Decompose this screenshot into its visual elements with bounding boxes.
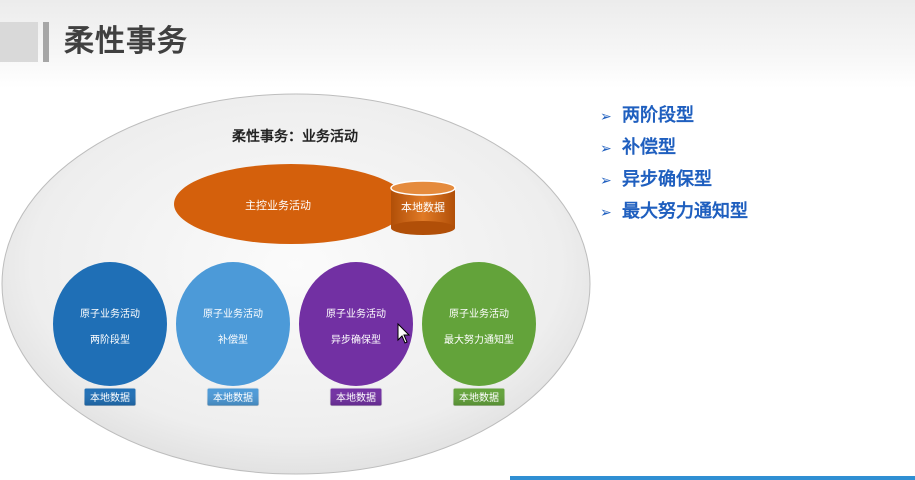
list-item-label: 最大努力通知型 xyxy=(622,201,748,222)
list-item-label: 两阶段型 xyxy=(622,105,694,126)
atomic-line1: 原子业务活动 xyxy=(203,307,263,320)
atomic-activity-compensation: 原子业务活动 补偿型 本地数据 xyxy=(176,262,290,407)
transaction-type-list: ➢ 两阶段型 ➢ 补偿型 ➢ 异步确保型 ➢ 最大努力通知型 xyxy=(600,100,748,228)
bottom-accent-line xyxy=(510,476,915,480)
atomic-ellipse xyxy=(299,262,413,386)
atomic-ellipse xyxy=(53,262,167,386)
atomic-line1: 原子业务活动 xyxy=(326,307,386,320)
master-activity: 主控业务活动 xyxy=(174,164,408,244)
header-band xyxy=(0,0,915,88)
arrow-bullet-icon: ➢ xyxy=(600,173,612,189)
atomic-line2: 补偿型 xyxy=(218,333,248,346)
title-accent-bar xyxy=(43,22,49,62)
atomic-line2: 两阶段型 xyxy=(90,333,130,346)
diagram-title: 柔性事务：业务活动 xyxy=(231,128,358,145)
master-activity-ellipse xyxy=(174,164,408,244)
atomic-activity-async-assurance: 原子业务活动 异步确保型 本地数据 xyxy=(299,262,413,407)
local-data-label: 本地数据 xyxy=(213,391,253,404)
local-data-label: 本地数据 xyxy=(90,391,130,404)
list-item: ➢ 异步确保型 xyxy=(600,164,748,196)
atomic-line2: 异步确保型 xyxy=(331,333,381,346)
arrow-bullet-icon: ➢ xyxy=(600,141,612,157)
master-local-data-cylinder: 本地数据 xyxy=(390,180,456,235)
atomic-line1: 原子业务活动 xyxy=(80,307,140,320)
list-item-label: 补偿型 xyxy=(622,137,676,158)
atomic-activity-two-phase: 原子业务活动 两阶段型 本地数据 xyxy=(53,262,167,407)
list-item: ➢ 两阶段型 xyxy=(600,100,748,132)
master-activity-label: 主控业务活动 xyxy=(245,198,311,212)
mouse-cursor-icon xyxy=(397,322,411,344)
atomic-line1: 原子业务活动 xyxy=(449,307,509,320)
list-item-label: 异步确保型 xyxy=(622,169,712,190)
title-accent-block xyxy=(0,22,38,62)
cylinder-bottom xyxy=(391,221,455,235)
atomic-ellipse xyxy=(422,262,536,386)
atomic-ellipse xyxy=(176,262,290,386)
cylinder-top xyxy=(390,180,456,196)
arrow-bullet-icon: ➢ xyxy=(600,205,612,221)
local-data-label: 本地数据 xyxy=(459,391,499,404)
list-item: ➢ 最大努力通知型 xyxy=(600,196,748,228)
page-title: 柔性事务 xyxy=(64,24,188,59)
atomic-line2: 最大努力通知型 xyxy=(444,333,514,346)
master-local-data-label: 本地数据 xyxy=(401,200,445,214)
list-item: ➢ 补偿型 xyxy=(600,132,748,164)
local-data-label: 本地数据 xyxy=(336,391,376,404)
atomic-activity-best-effort: 原子业务活动 最大努力通知型 本地数据 xyxy=(422,262,536,407)
arrow-bullet-icon: ➢ xyxy=(600,109,612,125)
